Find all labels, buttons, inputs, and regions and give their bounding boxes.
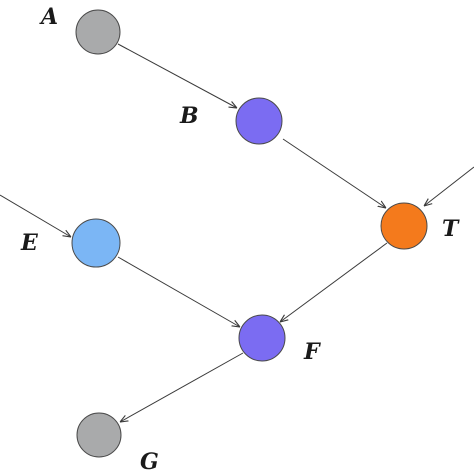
node-b-label: B (179, 103, 199, 129)
node-t-label: T (442, 216, 460, 242)
node-a-label: A (39, 4, 58, 30)
node-g (76, 412, 122, 458)
edge-b-to-t (282, 138, 386, 208)
edge-f-to-g (120, 352, 244, 422)
edge-t-to-f (280, 242, 388, 322)
node-g-label: G (140, 449, 159, 474)
edge-external-to-t (424, 166, 474, 206)
edge-a-to-b (117, 43, 237, 108)
node-a (75, 9, 121, 55)
node-e (71, 218, 121, 268)
node-f (238, 314, 286, 362)
node-t (380, 202, 428, 250)
node-f-label: F (303, 339, 321, 365)
node-e-label: E (20, 230, 39, 256)
edge-external-to-e (0, 194, 71, 237)
edge-e-to-f (117, 256, 240, 327)
node-b (235, 97, 283, 145)
